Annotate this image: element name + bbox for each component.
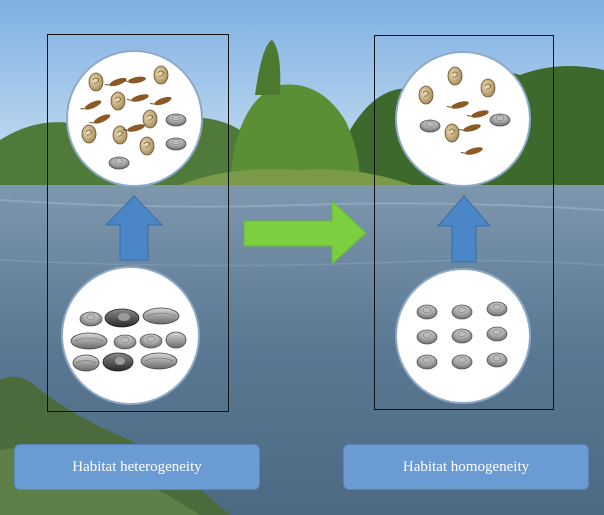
mussel-shell-icon bbox=[140, 352, 178, 370]
limpet-shell-icon bbox=[451, 328, 473, 344]
insect-larva-icon bbox=[122, 124, 145, 132]
limpet-shell-icon bbox=[486, 301, 508, 317]
limpet-shell-icon bbox=[486, 326, 508, 342]
insect-larva-icon bbox=[446, 101, 469, 109]
limpet-shell-icon bbox=[139, 333, 163, 349]
insect-larva-icon bbox=[105, 77, 127, 87]
mussel-shell-icon bbox=[142, 307, 180, 325]
limpet-shell-icon bbox=[451, 304, 473, 320]
island-tree bbox=[230, 84, 360, 185]
right-arrow-icon bbox=[243, 199, 367, 266]
limpet-shell-icon bbox=[108, 156, 130, 170]
snail-shell-icon bbox=[142, 109, 158, 129]
up-arrow-icon bbox=[436, 195, 492, 263]
insect-larva-icon bbox=[466, 110, 489, 118]
snail-shell-icon bbox=[153, 65, 169, 85]
insect-larva-icon bbox=[123, 76, 146, 84]
limpet-shell-icon bbox=[416, 329, 438, 345]
limpet-shell-icon bbox=[165, 137, 187, 151]
mussel-shell-icon bbox=[102, 352, 134, 372]
limpet-shell-icon bbox=[113, 334, 137, 350]
limpet-shell-icon bbox=[486, 352, 508, 368]
insect-larva-icon bbox=[80, 100, 102, 110]
left-frame bbox=[47, 34, 229, 412]
snail-shell-icon bbox=[480, 78, 496, 98]
insect-larva-icon bbox=[150, 96, 172, 106]
up-arrow-icon bbox=[104, 195, 164, 261]
insect-larva-icon bbox=[126, 94, 149, 102]
limpet-shell-icon bbox=[489, 113, 511, 127]
snail-shell-icon bbox=[444, 123, 460, 143]
mussel-shell-icon bbox=[165, 331, 187, 349]
snail-shell-icon bbox=[112, 125, 128, 145]
snail-shell-icon bbox=[88, 72, 104, 92]
snail-shell-icon bbox=[418, 85, 434, 105]
limpet-shell-icon bbox=[416, 304, 438, 320]
mussel-shell-icon bbox=[70, 332, 108, 350]
homogeneity-label-box: Habitat homogeneity bbox=[343, 444, 589, 490]
limpet-shell-icon bbox=[419, 119, 441, 133]
snail-shell-icon bbox=[139, 136, 155, 156]
mussel-shell-icon bbox=[72, 354, 100, 372]
limpet-shell-icon bbox=[451, 354, 473, 370]
limpet-shell-icon bbox=[165, 113, 187, 127]
right-bottom-organisms bbox=[416, 301, 508, 370]
snail-shell-icon bbox=[81, 124, 97, 144]
snail-shell-icon bbox=[110, 91, 126, 111]
insect-larva-icon bbox=[460, 147, 483, 155]
left-top-organisms bbox=[80, 65, 187, 170]
snail-shell-icon bbox=[447, 66, 463, 86]
left-bottom-organisms bbox=[70, 307, 187, 372]
limpet-shell-icon bbox=[79, 311, 103, 327]
right-top-organisms bbox=[418, 66, 511, 155]
heterogeneity-label-box: Habitat heterogeneity bbox=[14, 444, 260, 490]
insect-larva-icon bbox=[89, 114, 111, 124]
mussel-shell-icon bbox=[104, 308, 140, 328]
limpet-shell-icon bbox=[416, 354, 438, 370]
heterogeneity-label: Habitat heterogeneity bbox=[72, 458, 202, 475]
insect-larva-icon bbox=[458, 124, 481, 132]
tall-tree bbox=[255, 40, 281, 95]
homogeneity-label: Habitat homogeneity bbox=[402, 458, 530, 475]
right-frame bbox=[374, 35, 554, 410]
